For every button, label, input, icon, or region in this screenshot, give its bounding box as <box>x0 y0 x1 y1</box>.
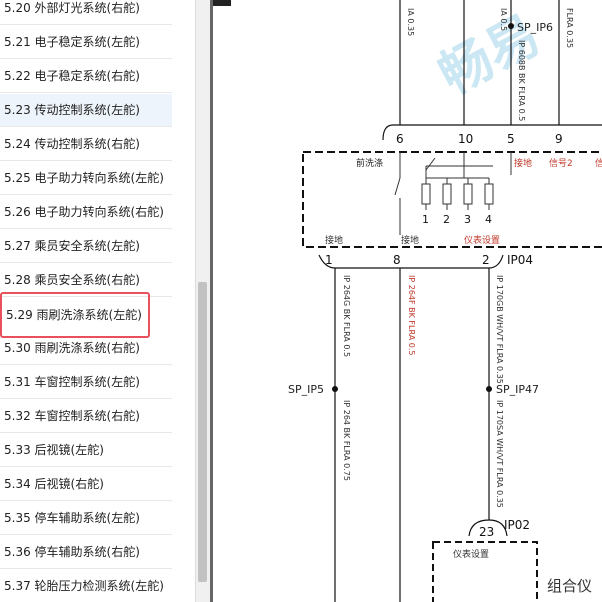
relay-4: 4 <box>485 213 492 226</box>
switch-component-box <box>302 151 602 248</box>
wire-label-bottom-1: IP 264G BK FLRA 0.5 <box>342 275 351 357</box>
wire-label-top-1: IA 0.35 <box>406 8 415 36</box>
instrument-box <box>432 541 538 602</box>
toc-item[interactable]: 5.36 停车辅助系统(右舵) <box>0 536 172 569</box>
document-viewer: 畅易 IA 0.35 SP_IP6 IP 608B BK FLRA 0.5 IA… <box>213 0 602 602</box>
relay-2: 2 <box>443 213 450 226</box>
splice-sp-ip6: SP_IP6 <box>517 21 553 34</box>
toc-item[interactable]: 5.31 车窗控制系统(左舵) <box>0 366 172 399</box>
pin-23: 23 <box>479 525 494 539</box>
toc-item[interactable]: 5.23 传动控制系统(左舵) <box>0 94 172 127</box>
wire-label-top-4: IA 0.5 <box>499 8 508 31</box>
toc-item[interactable]: 5.26 电子助力转向系统(右舵) <box>0 196 172 229</box>
toc-item[interactable]: 5.37 轮胎压力检测系统(左舵) <box>0 570 172 602</box>
wire-label-top-3: IP 608B BK FLRA 0.5 <box>517 40 526 121</box>
relay-1: 1 <box>422 213 429 226</box>
toc-item[interactable]: 5.21 电子稳定系统(左舵) <box>0 26 172 59</box>
pane-divider[interactable] <box>210 0 213 602</box>
wire-label-bottom-4: IP 264 BK FLRA 0.75 <box>342 400 351 481</box>
toc-item[interactable]: 5.20 外部灯光系统(右舵) <box>0 0 172 25</box>
toc-item[interactable]: 5.22 电子稳定系统(右舵) <box>0 60 172 93</box>
toc-item[interactable]: 5.27 乘员安全系统(左舵) <box>0 230 172 263</box>
toc-item[interactable]: 5.34 后视镜(右舵) <box>0 468 172 501</box>
label-ground-2: 接地 <box>401 234 419 246</box>
toc-item[interactable]: 5.25 电子助力转向系统(左舵) <box>0 162 172 195</box>
toolbar-corner <box>213 0 231 6</box>
toc-item[interactable]: 5.24 传动控制系统(右舵) <box>0 128 172 161</box>
label-instrument-box: 仪表设置 <box>453 548 489 560</box>
splice-sp-ip47: SP_IP47 <box>496 383 539 396</box>
pin-9: 9 <box>555 132 563 146</box>
pin-8: 8 <box>393 253 401 267</box>
label-instrument: 仪表设置 <box>464 234 500 246</box>
pin-10: 10 <box>458 132 473 146</box>
label-front-wash: 前洗涤 <box>356 157 383 169</box>
scrollbar-thumb[interactable] <box>198 282 207 582</box>
wire-label-bottom-3: IP 170GB WH/VT FLRA 0.35 <box>495 275 504 384</box>
wire-label-top-5: FLRA 0.35 <box>565 8 574 48</box>
connector-ip02: IP02 <box>504 518 530 532</box>
label-ground-top: 接地 <box>514 157 532 169</box>
toc-sidebar: 5.20 外部灯光系统(右舵)5.21 电子稳定系统(左舵)5.22 电子稳定系… <box>0 0 195 602</box>
connector-ip04: IP04 <box>507 253 533 267</box>
splice-sp-ip5: SP_IP5 <box>288 383 324 396</box>
toc-scrollbar[interactable] <box>195 0 210 602</box>
pin-1: 1 <box>325 253 333 267</box>
label-signal2: 信号2 <box>549 157 573 169</box>
label-signal-cut: 信 <box>595 157 602 169</box>
toc-item[interactable]: 5.29 雨刷洗涤系统(左舵) <box>0 292 150 338</box>
wire-label-bottom-2: IP 264F BK FLRA 0.5 <box>407 275 416 355</box>
toc-item[interactable]: 5.30 雨刷洗涤系统(右舵) <box>0 332 172 365</box>
toc-item[interactable]: 5.32 车窗控制系统(右舵) <box>0 400 172 433</box>
toc-item[interactable]: 5.28 乘员安全系统(右舵) <box>0 264 172 297</box>
toc-item[interactable]: 5.35 停车辅助系统(左舵) <box>0 502 172 535</box>
pin-2: 2 <box>482 253 490 267</box>
label-ground-1: 接地 <box>325 234 343 246</box>
toc-item[interactable]: 5.33 后视镜(左舵) <box>0 434 172 467</box>
pin-6: 6 <box>396 132 404 146</box>
component-cluster-label: 组合仪 <box>547 577 592 595</box>
wiring-diagram: 畅易 IA 0.35 SP_IP6 IP 608B BK FLRA 0.5 IA… <box>213 0 602 602</box>
relay-3: 3 <box>464 213 471 226</box>
pin-5: 5 <box>507 132 515 146</box>
wire-label-bottom-5: IP 170SA WH/VT FLRA 0.35 <box>495 400 504 508</box>
